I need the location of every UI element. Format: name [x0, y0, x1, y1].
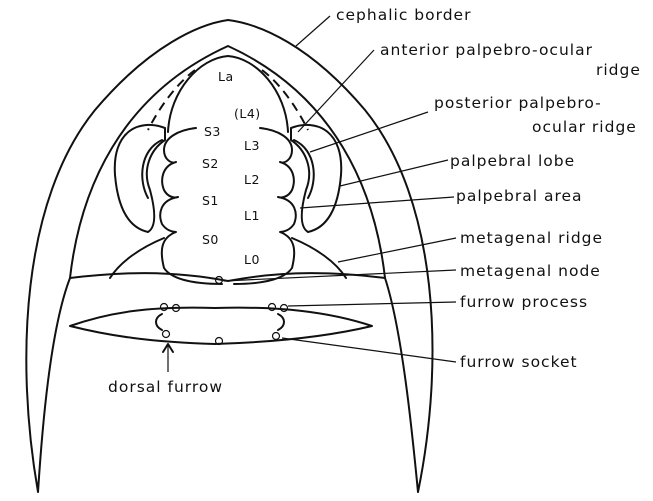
- glabella-frontal-lobe: [168, 56, 288, 132]
- label-anterior-ridge-1: anterior palpebro-ocular: [380, 41, 593, 59]
- leader-palpebral-area: [300, 197, 454, 208]
- label-cephalic-border: cephalic border: [336, 6, 471, 24]
- label-anterior-ridge-2: ridge: [596, 61, 641, 79]
- label-L2: L2: [244, 172, 260, 187]
- label-S1: S1: [202, 193, 219, 208]
- label-S0: S0: [202, 232, 219, 247]
- leader-metagenal-ridge: [338, 238, 456, 262]
- label-L0: L0: [244, 252, 260, 267]
- label-palpebral-area: palpebral area: [456, 187, 583, 205]
- label-L3: L3: [244, 138, 260, 153]
- label-La: La: [218, 69, 234, 84]
- furrow-bracket-left: [156, 314, 162, 330]
- metagenal-ridge-left: [110, 238, 164, 278]
- furrow-bracket-right: [278, 314, 284, 330]
- label-posterior-ridge-2: ocular ridge: [532, 118, 637, 136]
- palpebral-lobe-right: [294, 140, 314, 198]
- label-posterior-ridge-1: posterior palpebro-: [434, 94, 602, 112]
- label-S2: S2: [202, 156, 219, 171]
- furrow-process-right-2: [281, 305, 288, 312]
- furrow-socket-left: [163, 331, 170, 338]
- label-L1: L1: [244, 208, 260, 223]
- label-furrow-process: furrow process: [460, 293, 588, 311]
- furrow-socket-right: [273, 333, 280, 340]
- fixigena-left: [115, 125, 165, 232]
- fixigena-right: [291, 125, 341, 232]
- label-furrow-socket: furrow socket: [460, 353, 578, 371]
- label-dorsal-furrow: dorsal furrow: [108, 378, 223, 396]
- leader-anterior-ridge: [298, 50, 374, 132]
- leader-furrow-socket: [282, 338, 456, 362]
- palpebral-lobe-left: [142, 140, 162, 198]
- leader-cephalic-border: [296, 16, 330, 46]
- label-metagenal-node: metagenal node: [460, 262, 601, 280]
- posterior-margin: [70, 273, 385, 281]
- label-L4: (L4): [234, 106, 261, 121]
- label-S3: S3: [204, 124, 221, 139]
- label-metagenal-ridge: metagenal ridge: [460, 229, 603, 247]
- metagenal-ridge-right: [292, 238, 346, 278]
- furrow-process-left: [161, 304, 168, 311]
- cephalic-outline: [26, 20, 432, 492]
- label-palpebral-lobe: palpebral lobe: [450, 152, 575, 170]
